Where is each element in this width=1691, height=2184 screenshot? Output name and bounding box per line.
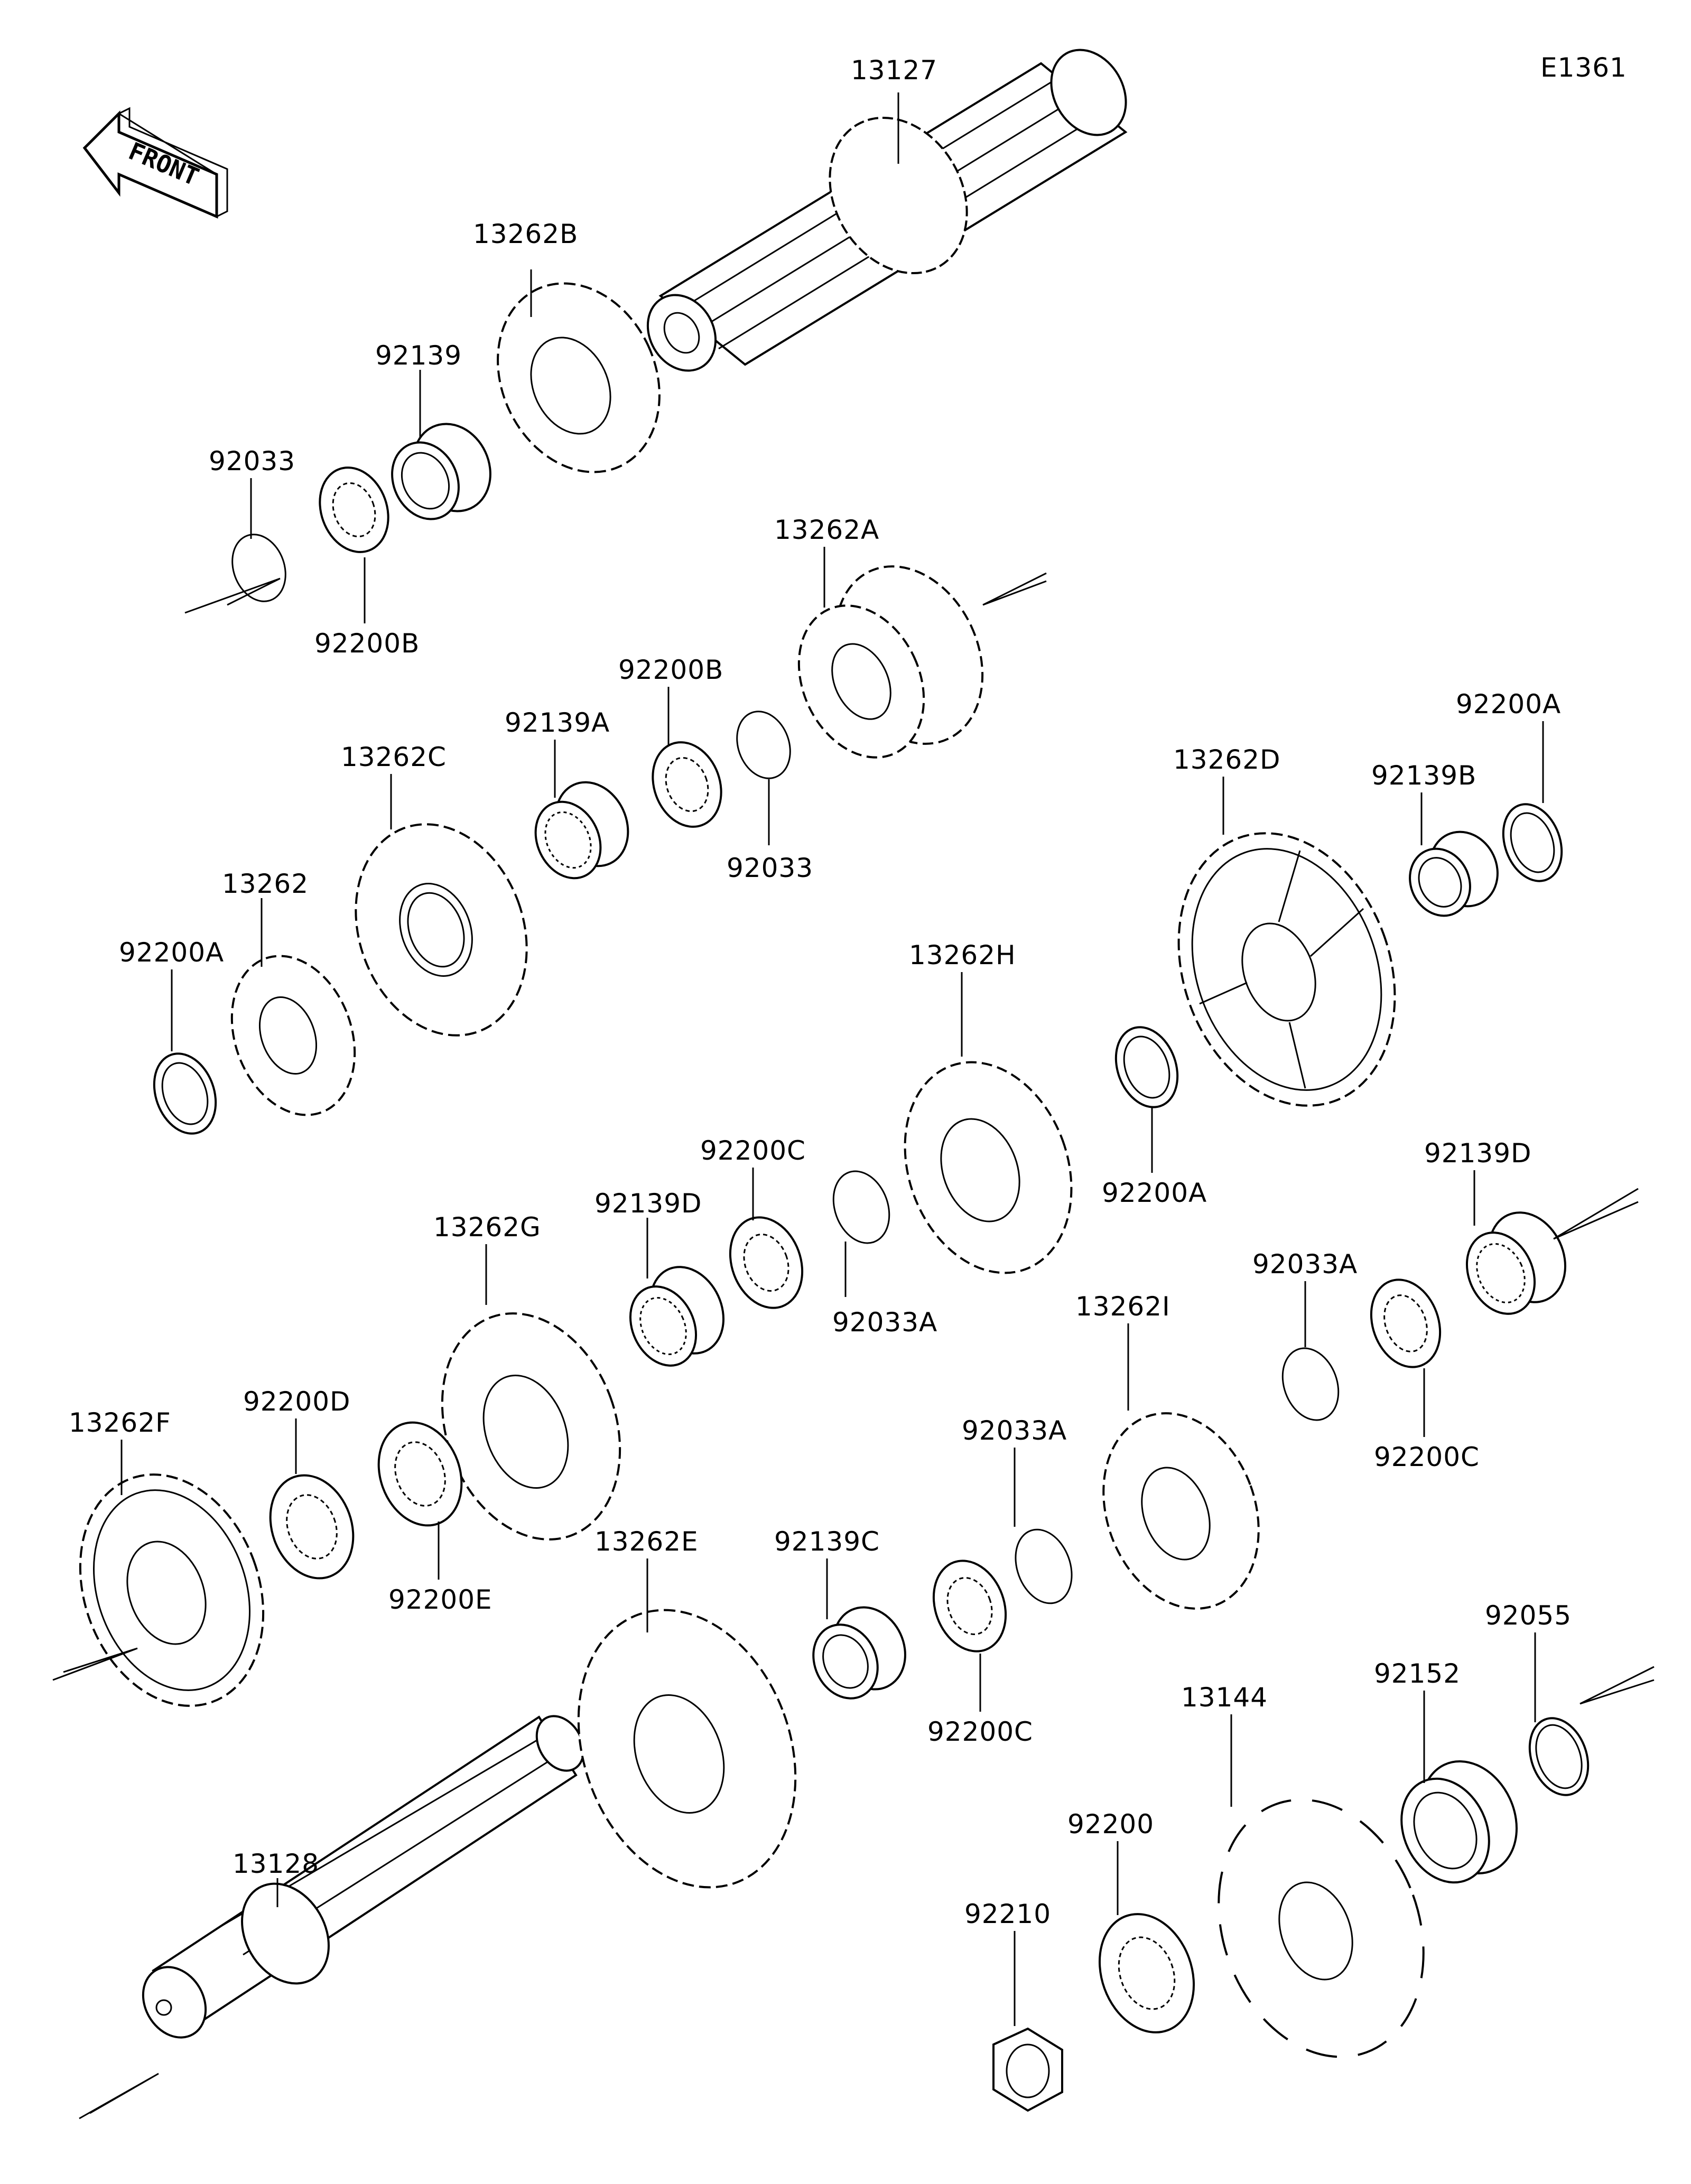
shaft-13128 [142,1715,585,2039]
label-92210: 92210 [964,1899,1051,1929]
gear-13262H [904,1061,1073,1274]
label-13144: 13144 [1181,1682,1268,1713]
bushing-92139C [812,1606,906,1700]
label-92200: 92200 [1067,1809,1154,1840]
label-92033A: 92033A [962,1415,1067,1446]
diagram-code: E1361 [1540,52,1627,83]
bushing-92139 [391,423,491,520]
label-13262: 13262 [222,869,309,899]
label-92033A: 92033A [832,1307,937,1338]
leader-lines [120,92,1544,2026]
circlip-92033-1 [231,534,286,602]
label-13262E: 13262E [594,1526,699,1557]
label-13262I: 13262I [1075,1291,1170,1322]
label-92152: 92152 [1374,1658,1461,1689]
label-92200C: 92200C [700,1135,806,1166]
gear-13262G [441,1312,621,1541]
axis-arrows [52,572,1655,2120]
label-92139D: 92139D [1424,1138,1532,1169]
nut-92210 [992,2027,1063,2112]
label-92200C: 92200C [1374,1442,1480,1472]
washer-92200A-1 [153,1052,217,1135]
label-92033: 92033 [727,853,813,883]
label-92139A: 92139A [505,707,610,738]
label-92055: 92055 [1485,1600,1572,1631]
washer-92200C-3 [932,1560,1007,1653]
label-92200B: 92200B [618,655,723,685]
label-92200A: 92200A [119,937,224,968]
sprocket-13144 [1218,1798,1425,2058]
gear-13262 [230,955,356,1116]
label-13262G: 13262G [433,1212,541,1243]
label-13262B: 13262B [473,219,578,249]
label-92139C: 92139C [774,1526,880,1557]
bushing-92139B [1409,830,1499,917]
label-13262F: 13262F [69,1407,171,1438]
part-labels: 13127 13262B 92139 92033 92200B 13262A 9… [69,55,1572,1929]
bearing-92139D-1 [629,1266,724,1367]
washer-92200C-1 [729,1216,804,1309]
label-13262C: 13262C [341,742,447,772]
label-92033: 92033 [209,446,295,477]
gear-13262E [577,1609,797,1889]
front-arrow-icon: FRONT [82,107,228,219]
label-92139D: 92139D [594,1188,702,1219]
label-92200A: 92200A [1456,689,1561,720]
label-92139B: 92139B [1371,760,1476,791]
gear-13262F [79,1473,265,1707]
label-92200D: 92200D [243,1386,351,1417]
circlip-92033-2 [736,711,791,779]
gear-13262B [497,282,661,473]
washer-92200D [269,1474,355,1580]
bearing-92139D-2 [1465,1211,1566,1315]
label-92200C: 92200C [927,1716,1033,1747]
gear-13262A [797,565,984,759]
label-13262A: 13262A [774,515,879,545]
lock-washer-92200 [1098,1913,1195,2033]
label-92200A: 92200A [1102,1178,1207,1208]
label-92200E: 92200E [388,1584,493,1615]
gear-13262D [1177,832,1396,1107]
label-92139: 92139 [375,340,462,371]
label-13262D: 13262D [1173,744,1281,775]
washer-92200A-3 [1114,1026,1179,1108]
shaft-13127 [646,49,1128,372]
circlip-92033A-1 [832,1170,890,1244]
washer-92200A-2 [1502,803,1563,882]
circlip-92033A-3 [1015,1528,1073,1604]
circlip-92033A-2 [1281,1347,1340,1421]
label-92200B: 92200B [314,628,420,659]
label-13127: 13127 [851,55,937,86]
label-92033A: 92033A [1252,1249,1358,1280]
o-ring-92055 [1528,1717,1590,1796]
bearing-92139A [534,781,629,880]
washer-92200B-1 [319,466,389,553]
gear-13262C [355,823,528,1037]
washer-92200B-2 [652,741,722,828]
seal-92152 [1400,1760,1518,1884]
label-13128: 13128 [233,1849,319,1879]
gear-13262I [1102,1412,1260,1610]
washer-92200C-2 [1370,1278,1442,1368]
label-13262H: 13262H [909,940,1016,970]
